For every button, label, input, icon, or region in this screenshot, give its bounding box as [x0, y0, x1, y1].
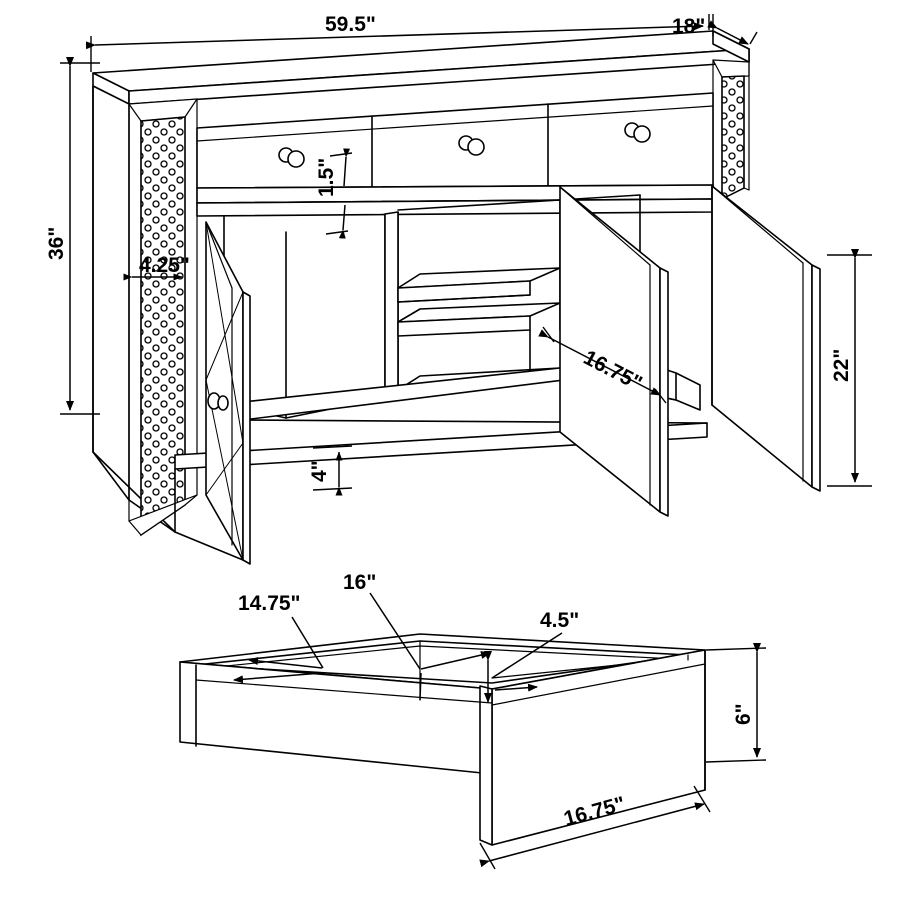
- dim-line-16-a: [420, 651, 491, 670]
- leader-4-5: [491, 632, 563, 679]
- drawer-knob-right[interactable]: [624, 122, 651, 143]
- dim-label-door-height: 22": [830, 349, 853, 382]
- left-side-outer: [92, 85, 130, 501]
- dim-label-width: 59.5": [325, 13, 376, 36]
- left-stud-post: [128, 98, 198, 537]
- drawer-detail-dimensions: 14.75" 16" 4.5" 6" 16.75": [233, 571, 767, 870]
- dim-line-14-75-a: [248, 657, 323, 669]
- dim-label-toe: 4": [308, 460, 331, 482]
- door-left-edge: [242, 291, 251, 565]
- dim-line-width: [85, 22, 704, 50]
- dim-label-depth: 18": [672, 15, 705, 38]
- dim-label-drawer-height: 1.5": [315, 158, 338, 197]
- dim-line-drawer-top: [343, 148, 351, 187]
- door-right-open[interactable]: [711, 185, 821, 492]
- right-post-stud-band: [721, 75, 745, 201]
- dim-line-16-b: [419, 672, 422, 701]
- dim-line-16-75-depth: [479, 802, 705, 868]
- cabinet-dimensions: 59.5" 18" 36" 4.25" 1.5" 4" 16.75": [45, 13, 872, 496]
- door-right-edge: [811, 264, 821, 492]
- drawer-front-edge: [479, 685, 493, 846]
- leader-14-75: [291, 616, 324, 669]
- dim-label-16: 16": [343, 571, 376, 594]
- door-left-knob[interactable]: [207, 392, 229, 411]
- dim-line-drawer-bot: [338, 204, 346, 239]
- dim-label-4-5: 4.5": [540, 609, 579, 632]
- dim-line-4-5-horiz: [494, 683, 538, 692]
- drawer-box-detail: [179, 633, 706, 846]
- drawer-knob-left[interactable]: [278, 147, 305, 168]
- dim-label-14-75: 14.75": [238, 592, 301, 615]
- door-left-open[interactable]: [205, 221, 251, 565]
- leader-16: [369, 592, 421, 670]
- dim-line-interior-depth: [538, 329, 661, 396]
- drawer-knob-center[interactable]: [458, 135, 485, 156]
- dim-label-6: 6": [732, 703, 755, 725]
- center-divider: [384, 211, 399, 399]
- left-post-stud-band: [140, 116, 186, 537]
- cabinet-assembly: [92, 30, 821, 565]
- dim-line-depth: [707, 20, 749, 45]
- dim-line-14-75-b: [233, 672, 323, 684]
- dim-label-height: 36": [45, 227, 68, 260]
- dim-label-stud: 4.25": [139, 254, 190, 277]
- door-center-edge: [659, 267, 669, 517]
